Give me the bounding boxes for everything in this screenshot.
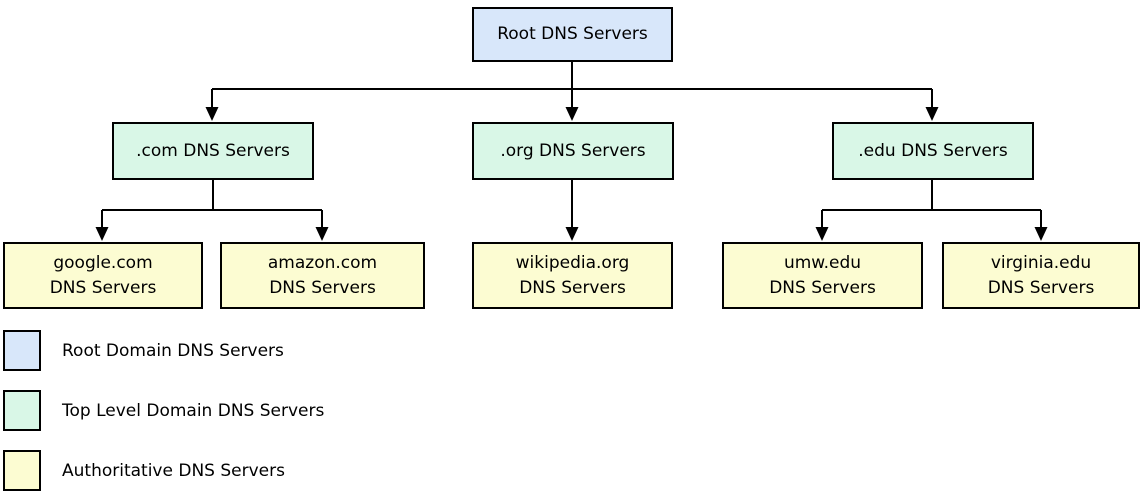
connector-com-to-auth <box>101 180 323 229</box>
node-org-dns-servers: .org DNS Servers <box>472 122 674 180</box>
node-label-line: DNS Servers <box>769 277 876 298</box>
arrowhead-icon <box>815 227 829 241</box>
node-label-line: DNS Servers <box>519 277 626 298</box>
arrowheads-root-to-tld <box>205 107 939 121</box>
arrowheads-org-to-auth <box>565 227 579 241</box>
node-label-line: DNS Servers <box>987 277 1095 298</box>
node-wikipedia-dns-servers: wikipedia.org DNS Servers <box>472 242 673 309</box>
node-label-line: virginia.edu <box>990 252 1092 273</box>
node-virginia-dns-servers: virginia.edu DNS Servers <box>942 242 1140 309</box>
arrowhead-icon <box>565 227 579 241</box>
legend-swatch-root-domain <box>3 330 41 371</box>
legend-item-root-domain: Root Domain DNS Servers <box>3 330 284 371</box>
arrowhead-icon <box>315 227 329 241</box>
node-edu-dns-servers: .edu DNS Servers <box>832 122 1034 180</box>
arrowhead-icon <box>925 107 939 121</box>
arrowhead-icon <box>565 107 579 121</box>
legend-item-authoritative: Authoritative DNS Servers <box>3 450 285 491</box>
legend-item-top-level-domain: Top Level Domain DNS Servers <box>3 390 324 431</box>
arrowhead-icon <box>205 107 219 121</box>
connector-edu-to-auth <box>821 180 1042 229</box>
legend-swatch-authoritative <box>3 450 41 491</box>
legend-swatch-top-level-domain <box>3 390 41 431</box>
node-label-line: DNS Servers <box>49 277 157 298</box>
node-root-dns-servers: Root DNS Servers <box>472 7 673 62</box>
arrowheads-edu-to-auth <box>815 227 1048 241</box>
legend-label: Authoritative DNS Servers <box>62 460 285 481</box>
node-label-line: amazon.com <box>267 252 378 273</box>
node-amazon-dns-servers: amazon.com DNS Servers <box>220 242 425 309</box>
arrowhead-icon <box>1034 227 1048 241</box>
node-label-line: google.com <box>53 252 153 273</box>
arrowhead-icon <box>95 227 109 241</box>
node-com-dns-servers: .com DNS Servers <box>112 122 314 180</box>
node-label-line: DNS Servers <box>269 277 376 298</box>
node-label-line: wikipedia.org <box>515 252 630 273</box>
connector-root-to-tld <box>211 62 933 109</box>
node-umw-dns-servers: umw.edu DNS Servers <box>722 242 923 309</box>
node-label-line: umw.edu <box>783 252 862 273</box>
legend-label: Top Level Domain DNS Servers <box>62 400 325 421</box>
node-google-dns-servers: google.com DNS Servers <box>3 242 203 309</box>
legend-label: Root Domain DNS Servers <box>62 340 284 361</box>
arrowheads-com-to-auth <box>95 227 329 241</box>
